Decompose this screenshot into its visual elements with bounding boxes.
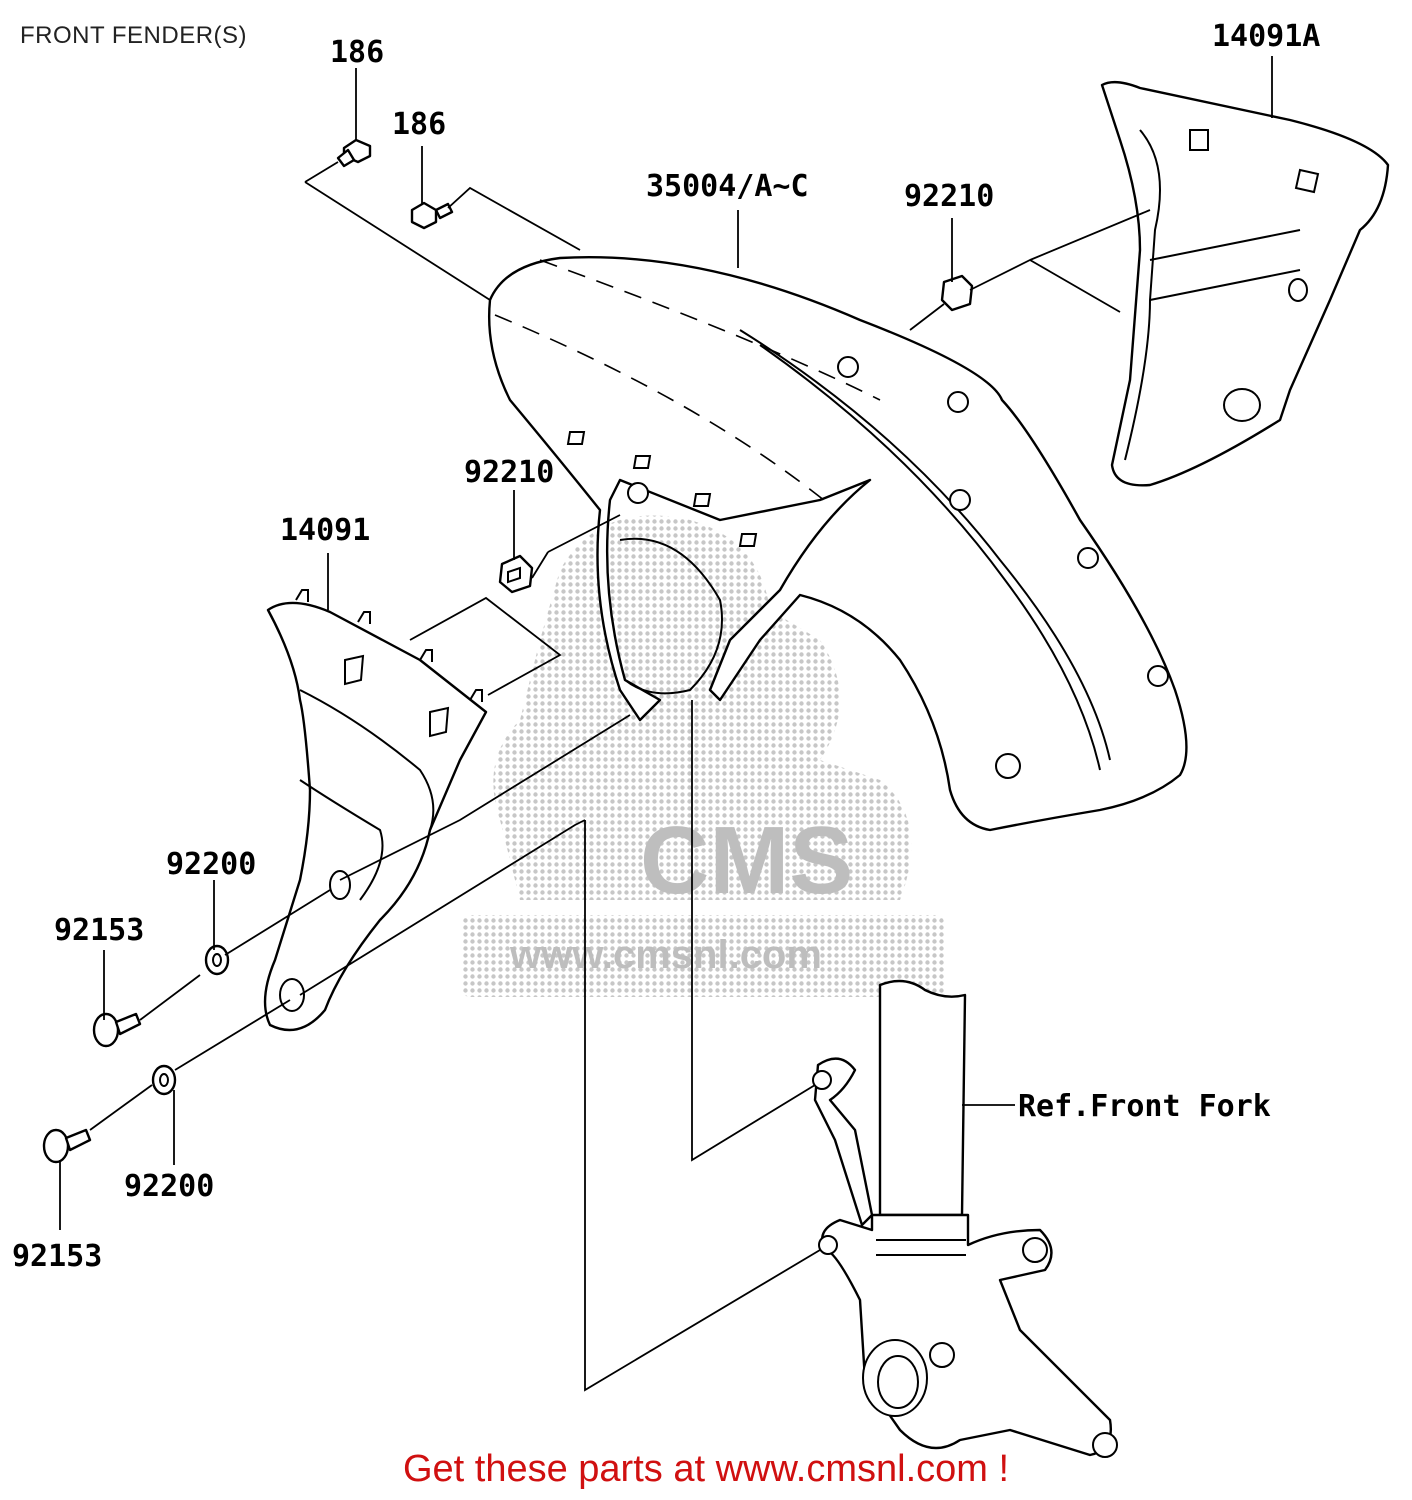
label-front-fork: Ref.Front Fork	[1018, 1089, 1271, 1124]
front-fork	[812, 979, 1118, 1458]
label-14091: 14091	[280, 513, 370, 548]
bolt-186-a	[336, 138, 372, 168]
label-92200-b: 92200	[124, 1169, 214, 1204]
screw-92153-a	[92, 1012, 142, 1048]
screw-92153-b	[42, 1128, 92, 1164]
label-35004: 35004/A~C	[646, 169, 809, 204]
label-92210-a: 92210	[904, 179, 994, 214]
label-92153-b: 92153	[12, 1239, 102, 1274]
bolt-186-b	[410, 201, 454, 230]
label-92200-a: 92200	[166, 847, 256, 882]
front-fender-35004	[487, 255, 1188, 832]
leader-lines	[59, 56, 1273, 1392]
parts-link-banner[interactable]: Get these parts at www.cmsnl.com !	[402, 1448, 1010, 1490]
label-92210-b: 92210	[464, 455, 554, 490]
fork-mount-hole	[812, 1070, 832, 1090]
fork-mount-hole	[818, 1235, 838, 1255]
label-92153-a: 92153	[54, 913, 144, 948]
watermark-url: www.cmsnl.com	[509, 933, 822, 977]
page-title: FRONT FENDER(S)	[20, 22, 248, 49]
label-186-b: 186	[392, 107, 446, 142]
clip-nut-92210-b	[498, 554, 534, 594]
washer-92200-b	[151, 1064, 177, 1096]
watermark-logo: CMS www.cmsnl.com	[462, 515, 944, 997]
clip-nut-92210-a	[940, 274, 974, 312]
fender-cover-14091A	[1100, 80, 1390, 487]
fender-cover-14091	[263, 589, 488, 1032]
watermark-brand: CMS	[640, 807, 853, 914]
washer-92200-a	[204, 944, 230, 976]
label-14091A: 14091A	[1212, 19, 1320, 54]
callout-labels: 186 186 35004/A~C 92210 14091A 92210 140…	[12, 19, 1320, 1274]
label-186-a: 186	[330, 35, 384, 70]
